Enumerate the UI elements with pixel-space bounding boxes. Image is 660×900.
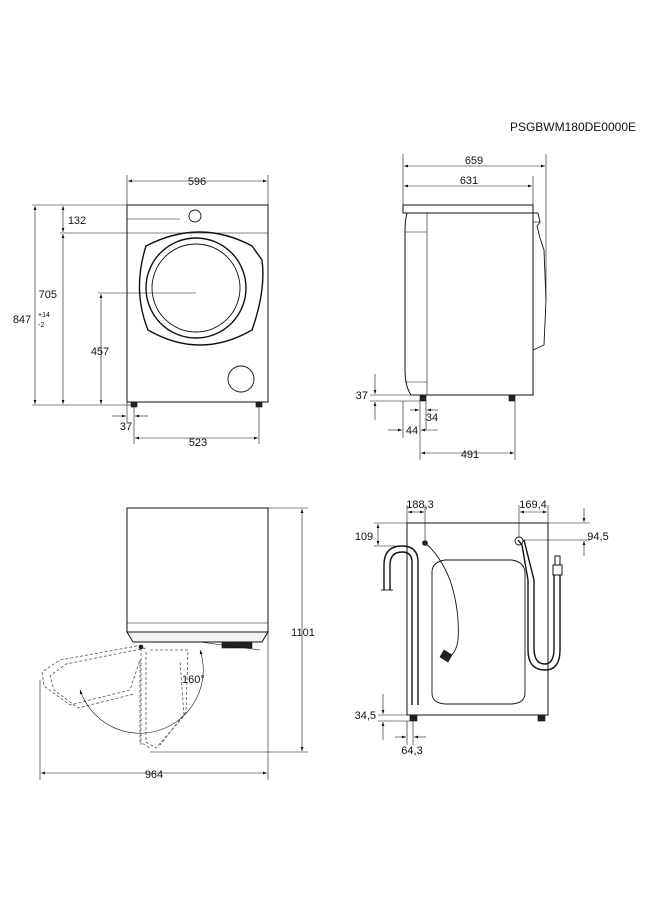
- label-drain-height-top: 109: [355, 531, 373, 543]
- side-foot-front: [508, 394, 516, 402]
- top-front-panel: [126, 631, 269, 643]
- open-door-outline-2: [139, 660, 151, 749]
- door-frame: [138, 231, 264, 346]
- label-door-angle: 160°: [182, 674, 205, 686]
- label-door-open-depth: 1101: [291, 627, 315, 639]
- label-top-panel: 132: [68, 215, 86, 227]
- door-angle-arc: [79, 649, 204, 734]
- side-top-plate: [402, 204, 534, 214]
- label-inlet-offset: 169,4: [519, 499, 547, 511]
- label-front-width: 596: [188, 176, 206, 188]
- label-door-center-height: 705: [39, 289, 57, 301]
- front-foot-right: [255, 401, 263, 408]
- label-drain-offset: 188,3: [406, 499, 434, 511]
- power-plug: [439, 649, 453, 663]
- label-side-foot-offset: 44: [406, 425, 418, 437]
- inlet-hose: [517, 539, 561, 671]
- model-code: PSGBWM180DE0000E: [510, 120, 636, 134]
- side-view: 659 631 37 34 44 491: [356, 154, 547, 461]
- label-side-foot-width: 34: [426, 412, 438, 424]
- side-foot-rear: [419, 394, 427, 402]
- side-door-profile: [532, 212, 547, 351]
- label-total-depth: 659: [465, 155, 483, 167]
- drain-hose: [389, 551, 413, 705]
- label-total-height: 847: [13, 314, 31, 326]
- power-cable: [424, 542, 459, 659]
- service-flap: [227, 365, 255, 393]
- top-cabinet: [126, 507, 269, 633]
- rear-foot-right: [537, 714, 546, 722]
- front-view: 596 132 705 847 +14 -2 457 37 523: [13, 175, 269, 449]
- label-body-depth: 631: [460, 175, 478, 187]
- top-view: 160° 1101 964: [39, 507, 315, 781]
- label-door-bottom-height: 457: [91, 346, 109, 358]
- label-foot-inset: 37: [120, 421, 132, 433]
- label-total-height-tol-minus: -2: [38, 322, 44, 329]
- inlet-connector: [552, 564, 563, 576]
- label-rear-foot-height: 34,5: [355, 710, 376, 722]
- door-ring: [145, 237, 247, 339]
- rear-cabinet: [406, 522, 549, 716]
- label-side-foot-spacing: 491: [461, 449, 479, 461]
- door-glass: [151, 243, 241, 333]
- side-body: [404, 212, 534, 396]
- door-hinge: [138, 644, 144, 650]
- rear-view: 188,3 169,4 109 94,5 34,5 64,3: [355, 499, 609, 757]
- program-knob: [188, 209, 202, 223]
- rear-foot-left: [409, 714, 418, 722]
- label-inlet-height-top: 94,5: [587, 531, 608, 543]
- label-total-width-open: 964: [145, 769, 163, 781]
- front-foot-left: [130, 401, 138, 408]
- label-foot-spacing: 523: [189, 437, 207, 449]
- label-side-foot-height: 37: [356, 390, 368, 402]
- label-rear-foot-offset: 64,3: [401, 745, 422, 757]
- label-total-height-tol-plus: +14: [38, 312, 50, 319]
